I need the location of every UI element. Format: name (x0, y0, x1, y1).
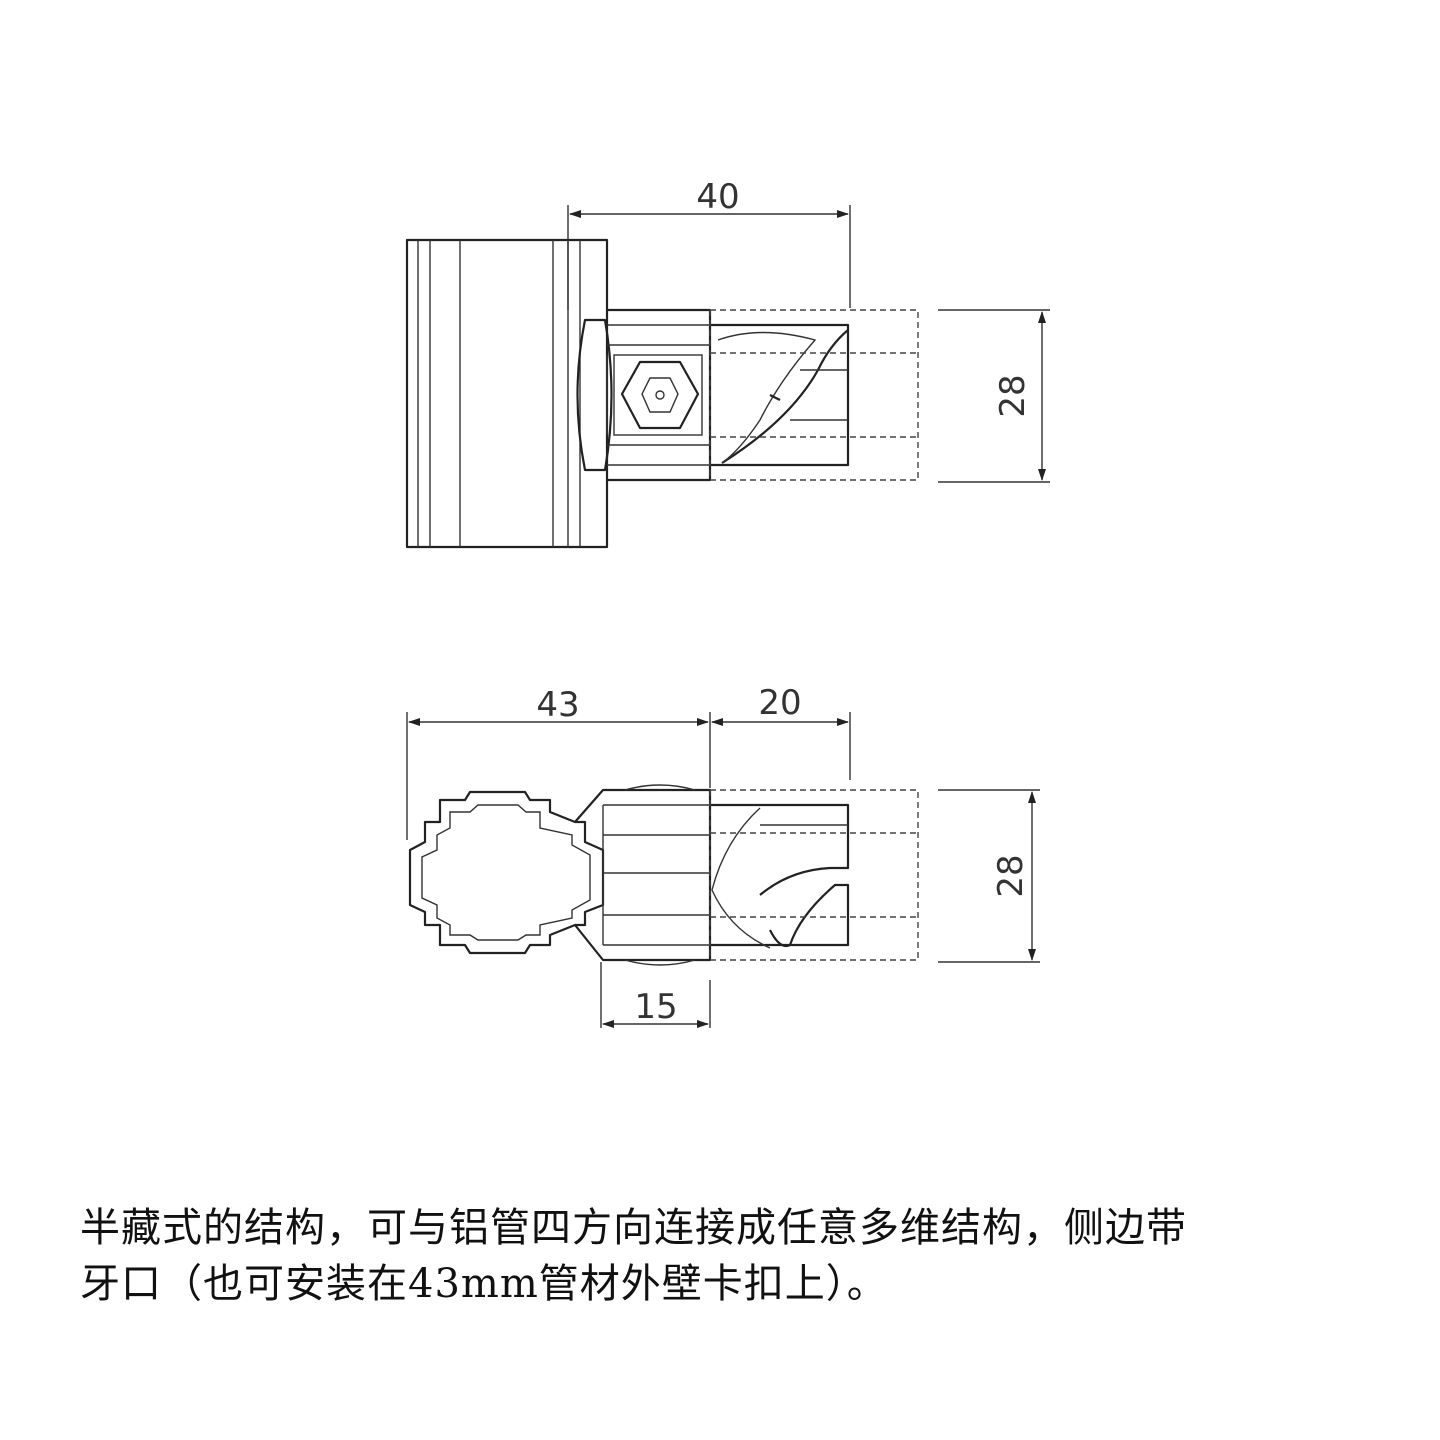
dimension-40: 40 (567, 177, 851, 310)
dimension-28-bottom: 28 (938, 789, 1040, 963)
top-view: 40 28 (405, 177, 1050, 549)
dimension-15: 15 (600, 962, 711, 1028)
connector-body-top (576, 308, 712, 482)
dim-label-20: 20 (758, 683, 801, 723)
pipe-cross-section (408, 790, 605, 955)
dimension-28-top: 28 (938, 309, 1050, 483)
connector-body-bottom (574, 784, 712, 966)
bottom-view: 43 20 28 15 (406, 683, 1040, 1028)
description-text: 半藏式的结构，可与铝管四方向连接成任意多维结构，侧边带 牙口（也可安装在43mm… (80, 1200, 1410, 1312)
extension-top (710, 323, 850, 467)
dashed-outline-top (709, 309, 919, 481)
dimension-43: 43 (406, 685, 711, 840)
dim-label-40: 40 (696, 177, 739, 217)
description-line-2: 牙口（也可安装在43mm管材外壁卡扣上）。 (80, 1261, 888, 1307)
description-line-1: 半藏式的结构，可与铝管四方向连接成任意多维结构，侧边带 (80, 1205, 1187, 1251)
dimension-20: 20 (711, 683, 851, 780)
dim-label-28-bottom: 28 (991, 854, 1031, 897)
hex-bolt-icon (613, 354, 703, 436)
dim-label-15: 15 (634, 987, 677, 1027)
dim-label-43: 43 (536, 685, 579, 725)
dashed-outline-bottom (709, 789, 919, 961)
dim-label-28-top: 28 (993, 374, 1033, 417)
extension-bottom (710, 803, 850, 949)
